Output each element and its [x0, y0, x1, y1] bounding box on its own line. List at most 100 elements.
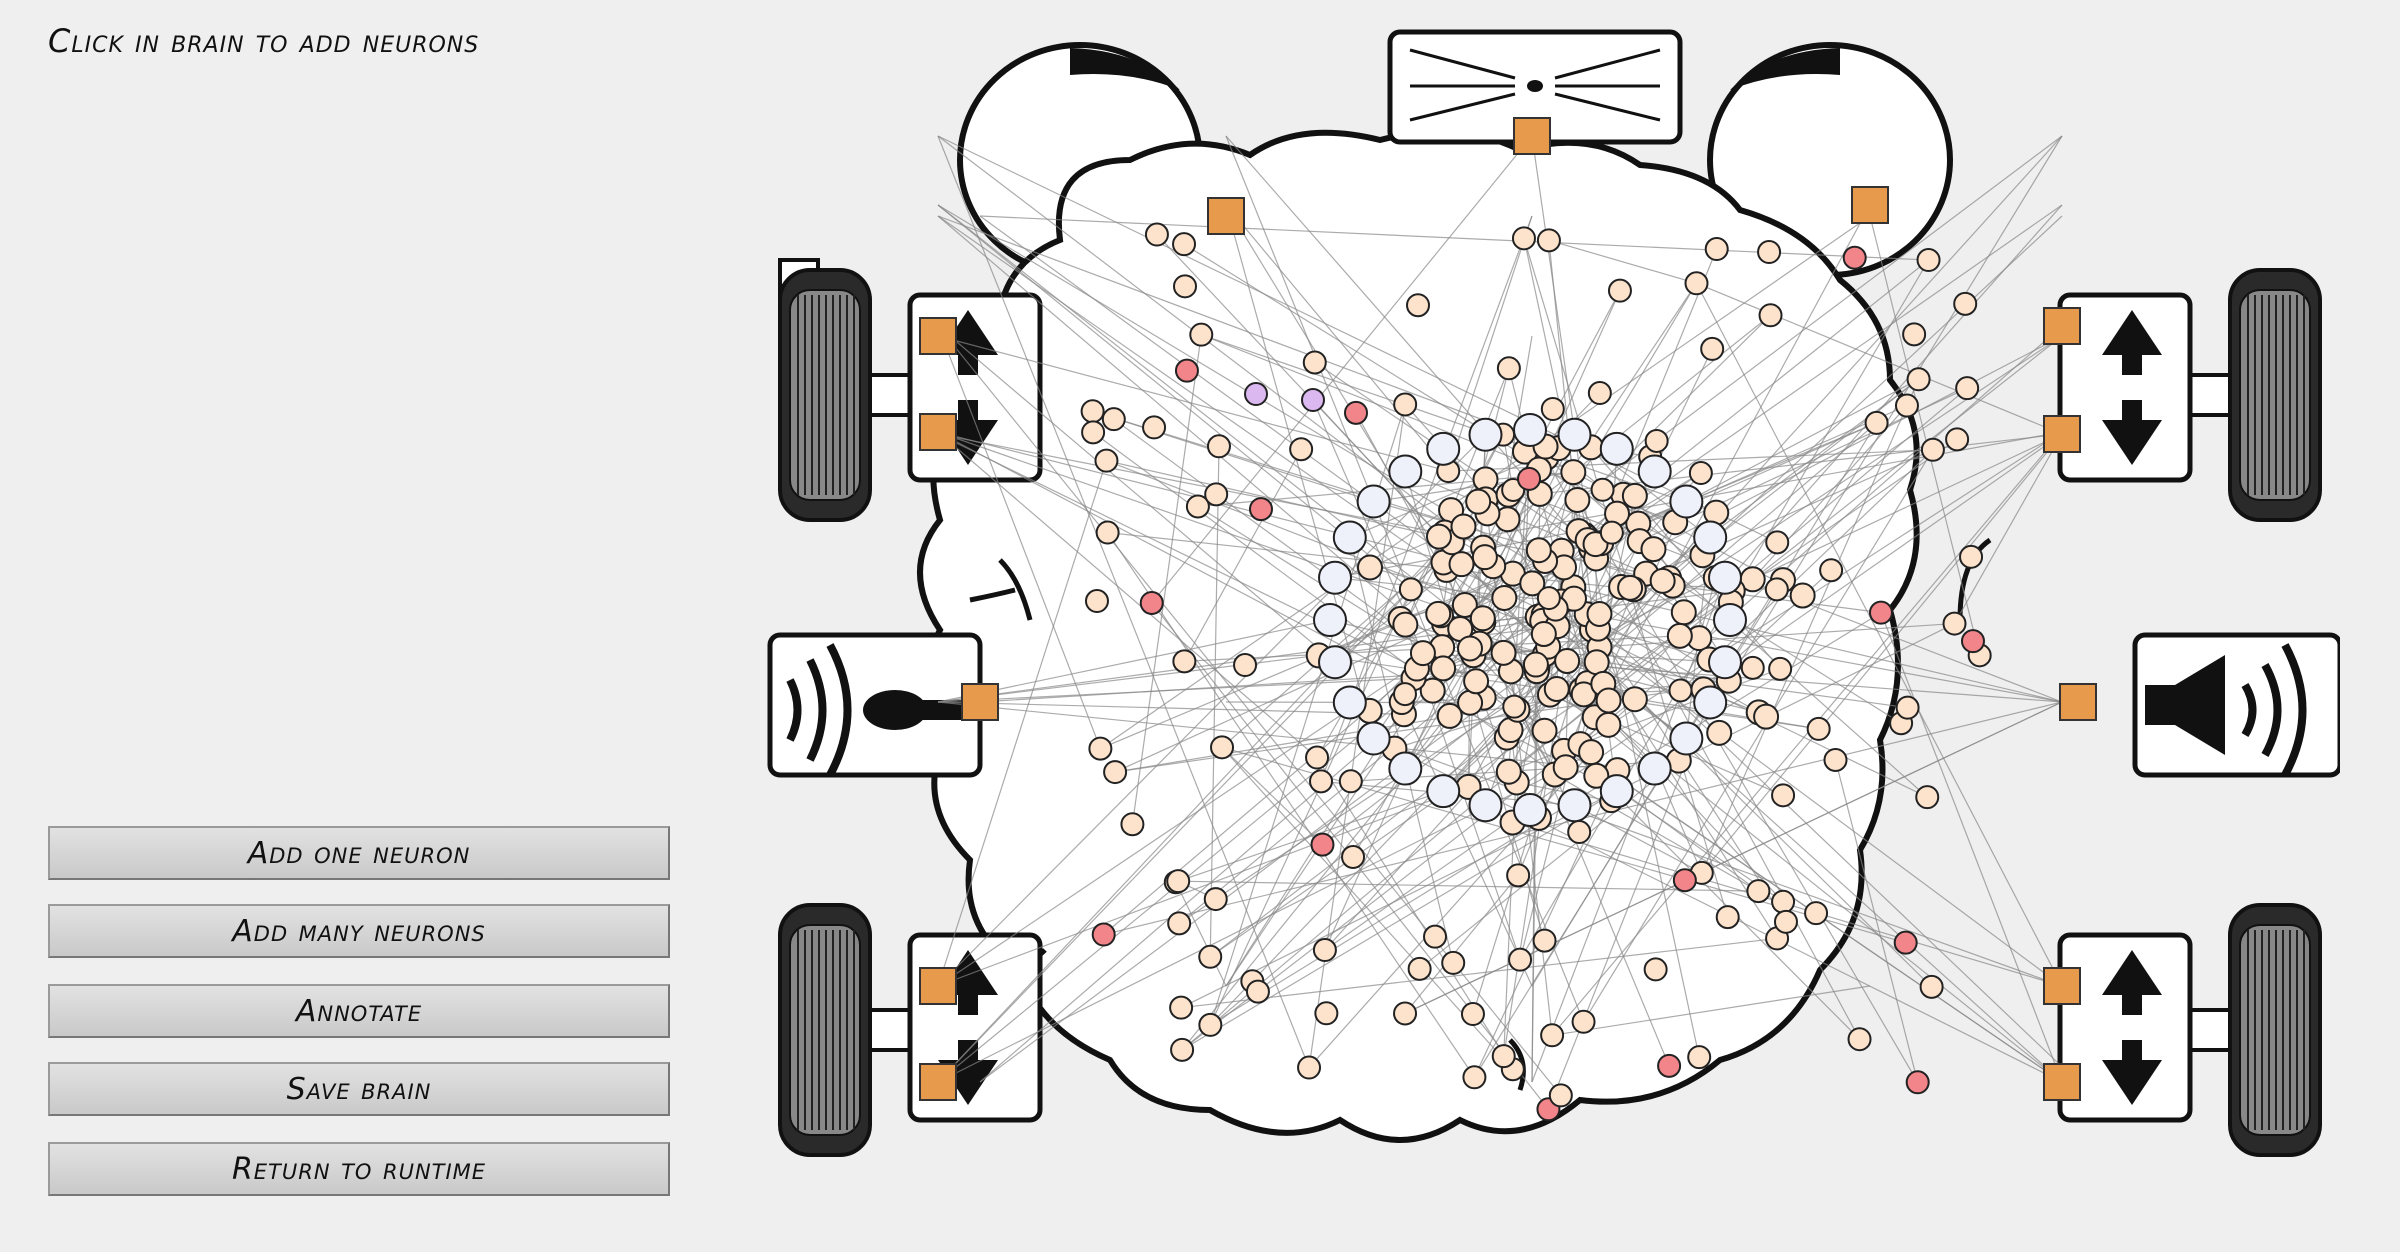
- neuron[interactable]: [1607, 278, 1632, 303]
- sensor-terminal[interactable]: [1207, 197, 1245, 235]
- neuron[interactable]: [1789, 582, 1816, 609]
- neuron[interactable]: [1245, 979, 1270, 1004]
- neuron[interactable]: [1560, 459, 1587, 486]
- neuron[interactable]: [1441, 950, 1466, 975]
- neuron[interactable]: [1595, 711, 1622, 738]
- neuron[interactable]: [1713, 603, 1747, 637]
- neuron[interactable]: [1450, 513, 1477, 540]
- neuron[interactable]: [1519, 570, 1546, 597]
- neuron[interactable]: [1554, 648, 1581, 675]
- neuron[interactable]: [1893, 930, 1918, 955]
- sensor-terminal[interactable]: [919, 317, 957, 355]
- neuron[interactable]: [1864, 410, 1889, 435]
- neuron[interactable]: [1757, 240, 1782, 265]
- neuron[interactable]: [1095, 520, 1120, 545]
- neuron[interactable]: [1669, 484, 1704, 519]
- neuron[interactable]: [1578, 739, 1605, 766]
- neuron[interactable]: [1746, 879, 1771, 904]
- neuron[interactable]: [1091, 922, 1116, 947]
- neuron[interactable]: [1301, 388, 1325, 412]
- neuron[interactable]: [1771, 889, 1796, 914]
- neuron[interactable]: [1142, 415, 1167, 440]
- neuron[interactable]: [1595, 687, 1622, 714]
- neuron[interactable]: [1687, 1045, 1712, 1070]
- neuron[interactable]: [1430, 655, 1457, 682]
- neuron[interactable]: [1393, 392, 1418, 417]
- neuron[interactable]: [1167, 911, 1192, 936]
- neuron[interactable]: [1532, 928, 1557, 953]
- neuron[interactable]: [1567, 820, 1592, 845]
- neuron[interactable]: [1644, 428, 1669, 453]
- neuron[interactable]: [1920, 437, 1945, 462]
- neuron[interactable]: [1081, 420, 1106, 445]
- neuron[interactable]: [1666, 622, 1693, 649]
- add-one-neuron-button[interactable]: Add one neuron: [48, 826, 670, 880]
- neuron[interactable]: [1310, 832, 1335, 857]
- neuron[interactable]: [1426, 431, 1461, 466]
- neuron[interactable]: [1688, 461, 1713, 486]
- neuron[interactable]: [1953, 291, 1978, 316]
- neuron[interactable]: [1173, 274, 1198, 299]
- neuron[interactable]: [1409, 640, 1436, 667]
- neuron[interactable]: [1649, 567, 1676, 594]
- neuron[interactable]: [1139, 590, 1164, 615]
- neuron[interactable]: [1540, 397, 1565, 422]
- sensor-terminal[interactable]: [1851, 186, 1889, 224]
- neuron[interactable]: [1945, 427, 1970, 452]
- neuron[interactable]: [1423, 924, 1448, 949]
- neuron[interactable]: [1617, 574, 1644, 601]
- neuron[interactable]: [1210, 735, 1235, 760]
- neuron[interactable]: [1955, 376, 1980, 401]
- neuron[interactable]: [1583, 649, 1610, 676]
- neuron[interactable]: [1198, 944, 1223, 969]
- neuron[interactable]: [1101, 407, 1126, 432]
- neuron[interactable]: [1764, 577, 1789, 602]
- neuron[interactable]: [1393, 1001, 1418, 1026]
- neuron[interactable]: [1388, 454, 1423, 489]
- neuron[interactable]: [1700, 336, 1725, 361]
- neuron[interactable]: [1916, 248, 1941, 273]
- neuron[interactable]: [1765, 530, 1790, 555]
- neuron[interactable]: [1842, 245, 1867, 270]
- neuron[interactable]: [1313, 603, 1347, 637]
- neuron[interactable]: [1080, 399, 1105, 424]
- neuron[interactable]: [1244, 382, 1268, 406]
- neuron[interactable]: [1740, 655, 1765, 680]
- neuron[interactable]: [1525, 537, 1552, 564]
- neuron[interactable]: [1672, 868, 1697, 893]
- neuron[interactable]: [1206, 434, 1231, 459]
- neuron[interactable]: [1753, 703, 1780, 730]
- neuron[interactable]: [1425, 600, 1452, 627]
- neuron[interactable]: [1823, 747, 1848, 772]
- neuron[interactable]: [1557, 788, 1592, 823]
- neuron[interactable]: [1120, 812, 1145, 837]
- neuron[interactable]: [1169, 995, 1194, 1020]
- neuron[interactable]: [1103, 760, 1128, 785]
- neuron[interactable]: [1344, 400, 1369, 425]
- neuron[interactable]: [1425, 523, 1452, 550]
- neuron[interactable]: [1312, 938, 1337, 963]
- sensor-terminal[interactable]: [1513, 117, 1551, 155]
- neuron[interactable]: [1942, 611, 1967, 636]
- neuron[interactable]: [1508, 947, 1533, 972]
- neuron[interactable]: [1707, 645, 1742, 680]
- neuron[interactable]: [1170, 1037, 1195, 1062]
- sensor-terminal[interactable]: [2043, 415, 2081, 453]
- sensor-terminal[interactable]: [961, 683, 999, 721]
- neuron[interactable]: [1806, 716, 1831, 741]
- neuron[interactable]: [1599, 431, 1634, 466]
- neuron[interactable]: [1468, 788, 1503, 823]
- neuron[interactable]: [1517, 466, 1542, 491]
- neuron[interactable]: [1462, 1065, 1487, 1090]
- neuron[interactable]: [1621, 686, 1648, 713]
- neuron[interactable]: [1248, 497, 1273, 522]
- neuron[interactable]: [1318, 560, 1353, 595]
- neuron[interactable]: [1684, 271, 1709, 296]
- neuron[interactable]: [1465, 488, 1492, 515]
- sensor-terminal[interactable]: [2043, 1063, 2081, 1101]
- neuron[interactable]: [1557, 417, 1592, 452]
- neuron[interactable]: [1773, 909, 1798, 934]
- neuron[interactable]: [1819, 558, 1844, 583]
- neuron[interactable]: [1637, 454, 1672, 489]
- neuron[interactable]: [1174, 358, 1199, 383]
